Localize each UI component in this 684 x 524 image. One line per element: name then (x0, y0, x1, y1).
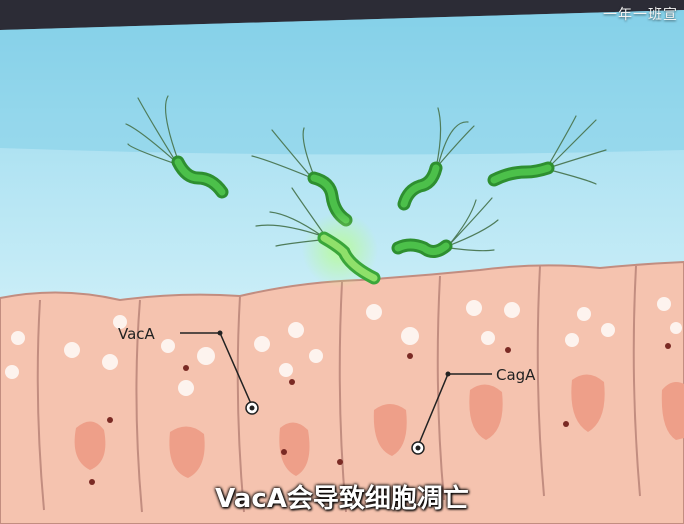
cell-nuclei (74, 374, 684, 478)
vesicles (5, 297, 682, 396)
vaca-label: VacA (118, 325, 156, 343)
mucus-top-band (0, 10, 684, 155)
bacterium (397, 107, 475, 211)
bacterium (391, 197, 499, 258)
vaca-callout (180, 330, 259, 415)
video-subtitle: VacA会导致细胞凋亡 (215, 484, 469, 514)
caga-callout (411, 371, 492, 455)
epithelial-cells (0, 260, 684, 524)
granules (89, 343, 671, 485)
bacterium (125, 95, 229, 199)
bacteria (125, 95, 607, 288)
bacterium (487, 115, 607, 187)
caga-label: CagA (496, 366, 536, 384)
watermark-text: 一年一班宣 (603, 7, 678, 23)
bacterium-glowing (255, 187, 381, 288)
